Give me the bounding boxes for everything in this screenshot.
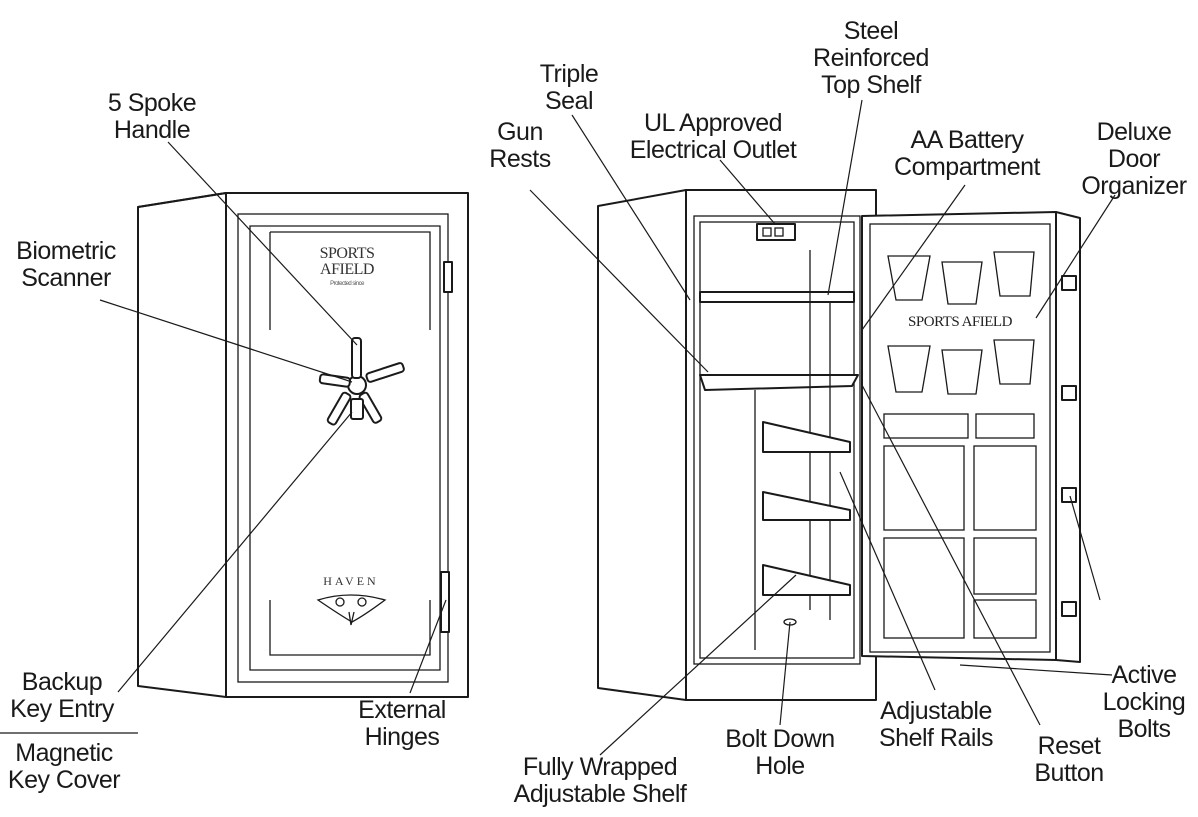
label-backup-key-entry-line-2: Key Entry [10,695,114,723]
label-magnetic-key-cover: Magnetic Key Cover [2,740,126,794]
label-external-hinges-line-2: Hinges [364,723,440,751]
label-triple-seal-line-2: Seal [544,87,594,115]
label-steel-top-shelf-line-2: Reinforced [813,44,929,72]
label-reset-button-line-1: Reset [1037,732,1101,760]
label-steel-top-shelf-line-1: Steel [843,17,899,45]
label-locking-bolts: Active Locking Bolts [1092,662,1196,743]
label-steel-top-shelf: Steel Reinforced Top Shelf [804,18,938,99]
top-hinge-shape [443,261,453,293]
label-biometric-scanner-line-2: Scanner [21,264,111,292]
label-steel-top-shelf-line-3: Top Shelf [821,71,921,99]
label-triple-seal-line-1: Triple [539,60,599,88]
label-bolt-down-hole-line-1: Bolt Down [725,725,835,753]
label-reset-button: Reset Button [1014,733,1124,787]
label-locking-bolts-line-2: Locking [1102,688,1186,716]
label-wrapped-shelf-line-1: Fully Wrapped [522,753,678,781]
label-door-organizer-line-3: Organizer [1081,172,1187,200]
leader-lines [0,99,1116,756]
label-gun-rests-line-1: Gun [497,118,543,146]
label-5-spoke-handle-line-2: Handle [113,116,191,144]
label-backup-key-entry-line-1: Backup [21,668,103,696]
front-logo: SPORTS AFIELD [312,246,382,278]
label-aa-battery: AA Battery Compartment [882,127,1052,181]
label-bolt-down-hole: Bolt Down Hole [712,726,848,780]
label-wrapped-shelf: Fully Wrapped Adjustable Shelf [500,754,700,808]
label-gun-rests: Gun Rests [478,119,562,173]
label-ul-outlet-line-2: Electrical Outlet [629,136,797,164]
label-external-hinges: External Hinges [342,697,462,751]
label-door-organizer-line-1: Deluxe [1096,118,1172,146]
front-tagline: Protected since [330,281,364,287]
label-gun-rests-line-2: Rests [489,145,551,173]
model-name: HAVEN [323,574,379,588]
label-wrapped-shelf-line-2: Adjustable Shelf [513,780,687,808]
label-ul-outlet-line-1: UL Approved [643,109,783,137]
label-reset-button-line-2: Button [1034,759,1104,787]
label-shelf-rails-line-2: Shelf Rails [879,724,994,752]
front-logo-line-2: AFIELD [320,261,374,278]
label-backup-key-entry: Backup Key Entry [2,669,122,723]
label-bolt-down-hole-line-2: Hole [755,752,805,780]
label-ul-outlet: UL Approved Electrical Outlet [616,110,810,164]
label-magnetic-key-cover-line-2: Key Cover [7,766,121,794]
label-shelf-rails: Adjustable Shelf Rails [866,698,1006,752]
label-external-hinges-line-1: External [358,696,446,724]
label-triple-seal: Triple Seal [522,61,616,115]
closed-safe [137,192,469,698]
label-aa-battery-line-2: Compartment [894,153,1040,181]
open-safe [597,189,1081,701]
label-shelf-rails-line-1: Adjustable [880,697,992,725]
door-logo: SPORTS AFIELD [908,314,1012,330]
handle-shape [318,337,405,426]
label-5-spoke-handle-line-1: 5 Spoke [107,89,197,117]
label-door-organizer: Deluxe Door Organizer [1074,119,1194,200]
label-biometric-scanner-line-1: Biometric [16,237,116,265]
label-locking-bolts-line-1: Active [1111,661,1177,689]
label-biometric-scanner: Biometric Scanner [6,238,126,292]
label-aa-battery-line-1: AA Battery [910,126,1024,154]
label-5-spoke-handle: 5 Spoke Handle [92,90,212,144]
label-locking-bolts-line-3: Bolts [1117,715,1171,743]
label-magnetic-key-cover-line-1: Magnetic [15,739,113,767]
label-door-organizer-line-2: Door [1107,145,1161,173]
front-logo-line-1: SPORTS [319,245,375,262]
